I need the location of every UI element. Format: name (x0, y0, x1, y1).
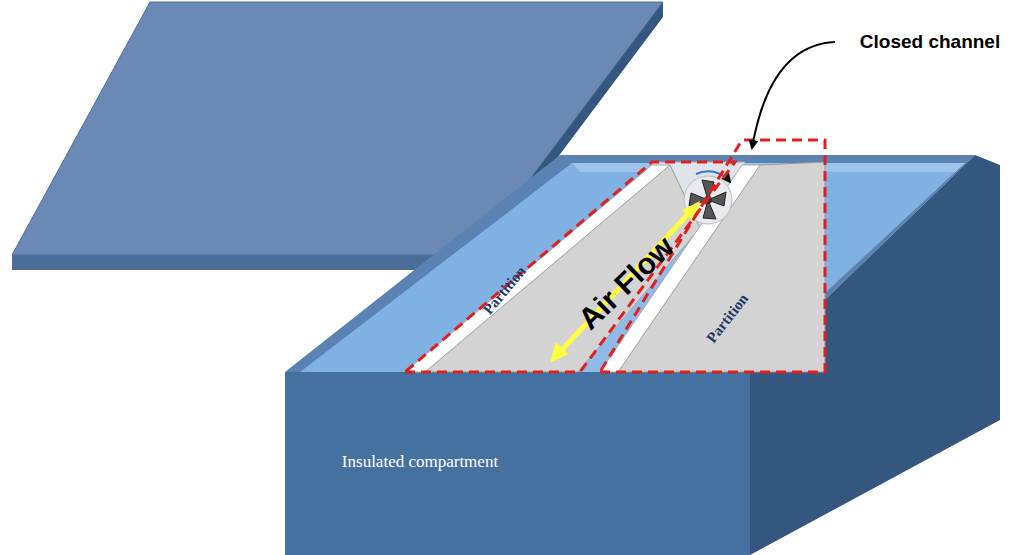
callout-label: Closed channel (860, 31, 1000, 53)
insulated-box (285, 155, 1000, 555)
leader-arrow (752, 42, 835, 148)
airflow-arrow (550, 201, 700, 363)
part-name: Insulated compartment (342, 452, 498, 472)
channel-outline (405, 140, 825, 372)
